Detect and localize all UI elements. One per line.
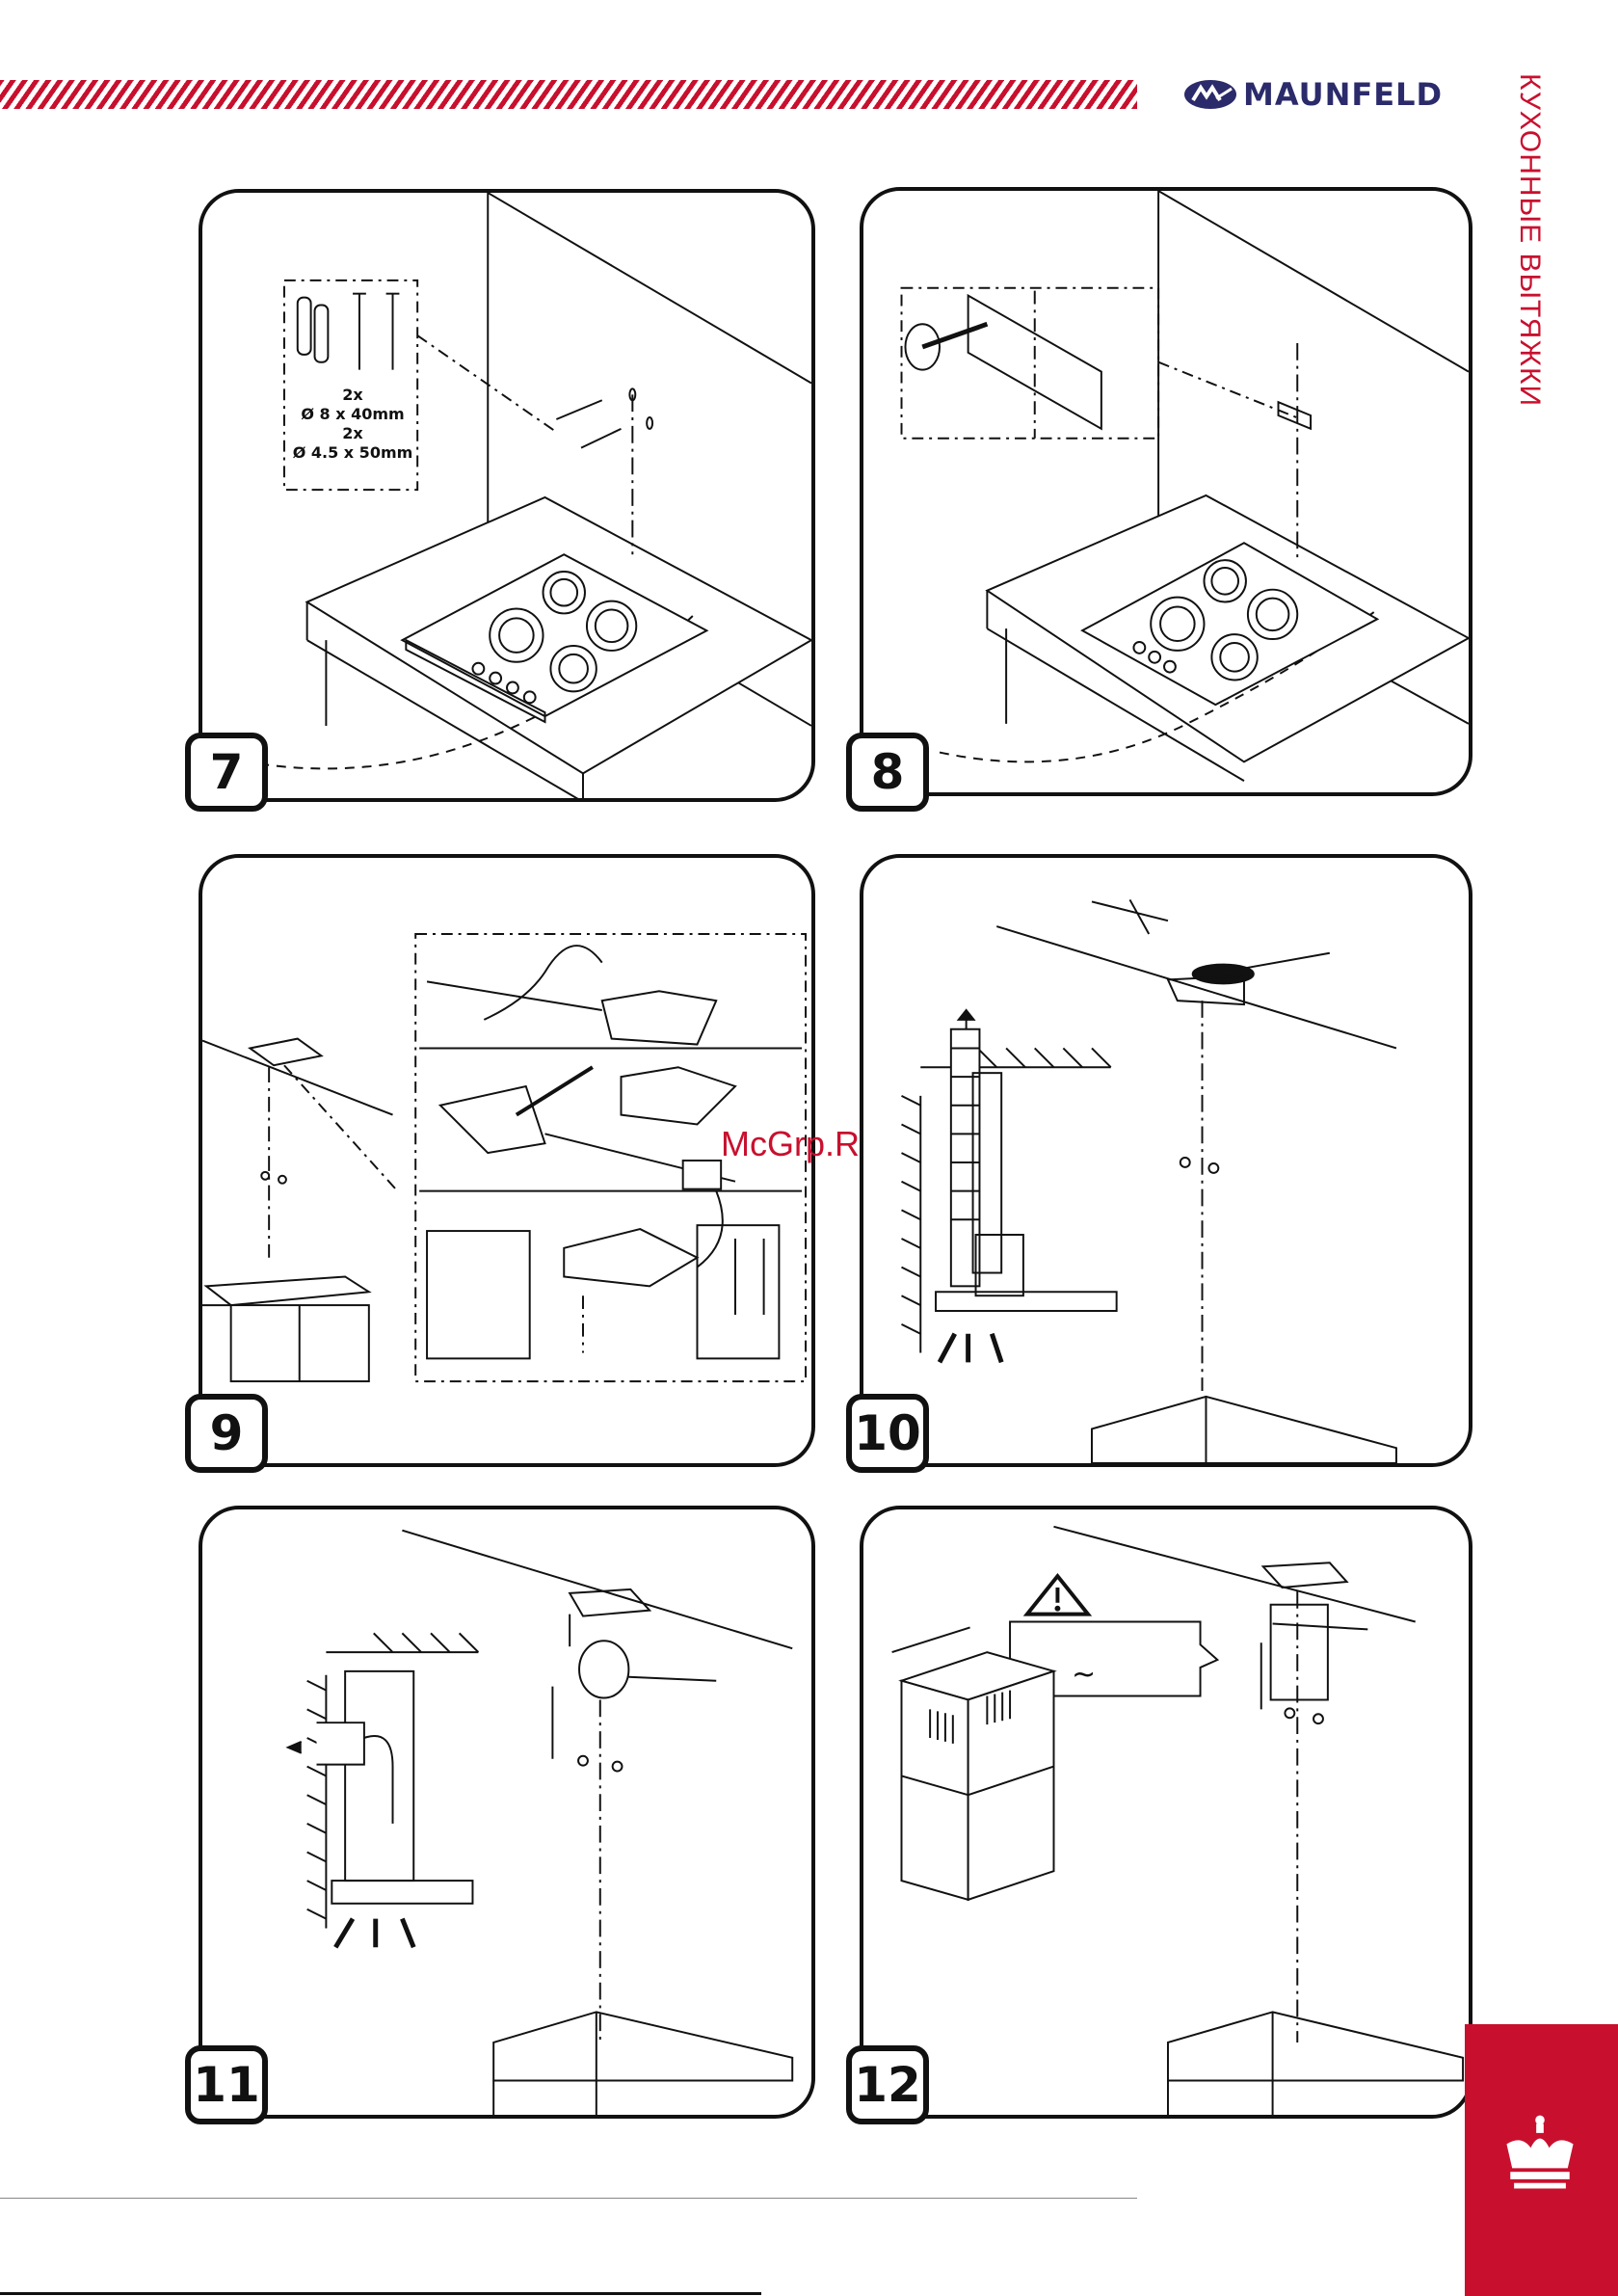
step-12-panel [860,1506,1472,2119]
step-11-panel [199,1506,815,2119]
brand-name: MAUNFELD [1243,76,1443,113]
step-12-number: 12 [846,2045,929,2124]
screw-count-2: 2x [285,424,420,443]
step-10-illustration [863,858,1469,1463]
step-10-panel [860,854,1472,1467]
bottom-rule [0,2292,761,2295]
screw-count-1: 2x [285,386,420,405]
step-11-number: 11 [185,2045,268,2124]
brand-logo: MAUNFELD [1183,73,1453,116]
watermark-text: McGrp.Ru [721,1124,879,1164]
step-8-number: 8 [846,733,929,812]
screw-size-1: Ø 8 x 40mm [285,405,420,424]
step-7-illustration [202,193,811,798]
step-7-number: 7 [185,733,268,812]
brand-mark-icon [1183,79,1237,110]
note-symbol: ~ [1072,1658,1096,1692]
step-11-illustration [202,1509,811,2115]
step-9-number: 9 [185,1394,268,1473]
header-hatch-bar [0,80,1137,109]
brand-emblem-tab [1465,2024,1618,2296]
step-8-illustration [863,191,1469,792]
footer-divider [0,2198,1137,2199]
step-7-panel: 2x Ø 8 x 40mm 2x Ø 4.5 x 50mm [199,189,815,802]
section-title: КУХОННЫЕ ВЫТЯЖКИ [1511,73,1550,382]
section-title-text: КУХОННЫЕ ВЫТЯЖКИ [1513,73,1546,407]
step-12-illustration [863,1509,1469,2115]
crown-icon [1494,2107,1586,2200]
step-10-number: 10 [846,1394,929,1473]
step-8-panel [860,187,1472,796]
screw-size-2: Ø 4.5 x 50mm [285,443,420,463]
screw-spec-label: 2x Ø 8 x 40mm 2x Ø 4.5 x 50mm [285,386,420,463]
warning-triangle-icon [1027,1576,1088,1614]
